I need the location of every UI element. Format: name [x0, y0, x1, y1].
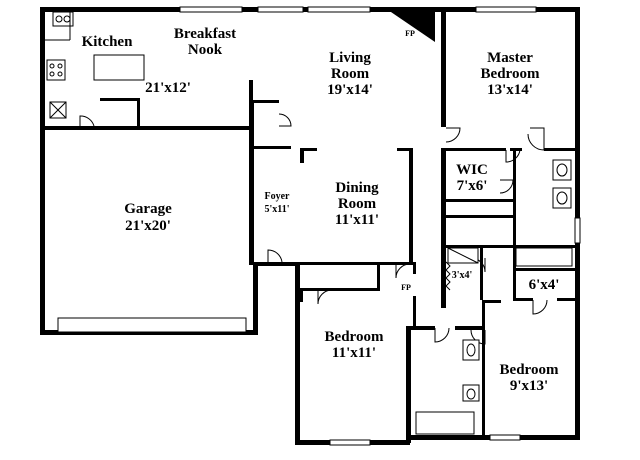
hall-fp-label: FP: [401, 283, 411, 292]
wic-dims: 7'x6': [457, 178, 488, 194]
foyer-name: Foyer: [265, 191, 291, 202]
dining-room-dims: 11'x11': [335, 212, 379, 228]
hall-closet-shelf: [445, 261, 451, 291]
closet-6x4-dims: 6'x4': [529, 277, 560, 293]
dining-room-name-line2: Room: [338, 196, 377, 212]
fireplace-label: FP: [405, 29, 415, 38]
fireplace-hearth: [388, 10, 435, 42]
garage-name: Garage: [124, 201, 172, 217]
kitchen-name: Kitchen: [82, 34, 133, 50]
kitchen-nook-dims: 21'x12': [145, 80, 191, 96]
windows: [57, 6, 581, 446]
breakfast-nook-name-line1: Breakfast: [174, 26, 236, 42]
interior-walls: [45, 7, 577, 438]
bedroom-2-name: Bedroom: [325, 329, 384, 345]
bedroom-3-name: Bedroom: [500, 362, 559, 378]
foyer-dims: 5'x11': [264, 204, 289, 215]
living-room-name-line2: Room: [331, 66, 370, 82]
hall-closet-dims: 3'x4': [452, 270, 473, 281]
living-room-name-line1: Living: [329, 50, 371, 66]
kitchen-fixtures: [45, 11, 145, 119]
bath-fixtures: [415, 159, 573, 435]
dining-room-name-line1: Dining: [335, 180, 379, 196]
garage-dims: 21'x20': [125, 218, 171, 234]
bedroom-3-dims: 9'x13': [510, 378, 548, 394]
master-bedroom-name-line2: Bedroom: [481, 66, 540, 82]
bedroom-2-dims: 11'x11': [332, 345, 376, 361]
master-bedroom-name-line1: Master: [487, 50, 533, 66]
living-room-dims: 19'x14': [327, 82, 373, 98]
master-bedroom-dims: 13'x14': [487, 82, 533, 98]
breakfast-nook-name-line2: Nook: [188, 42, 223, 58]
wic-name: WIC: [456, 162, 488, 178]
